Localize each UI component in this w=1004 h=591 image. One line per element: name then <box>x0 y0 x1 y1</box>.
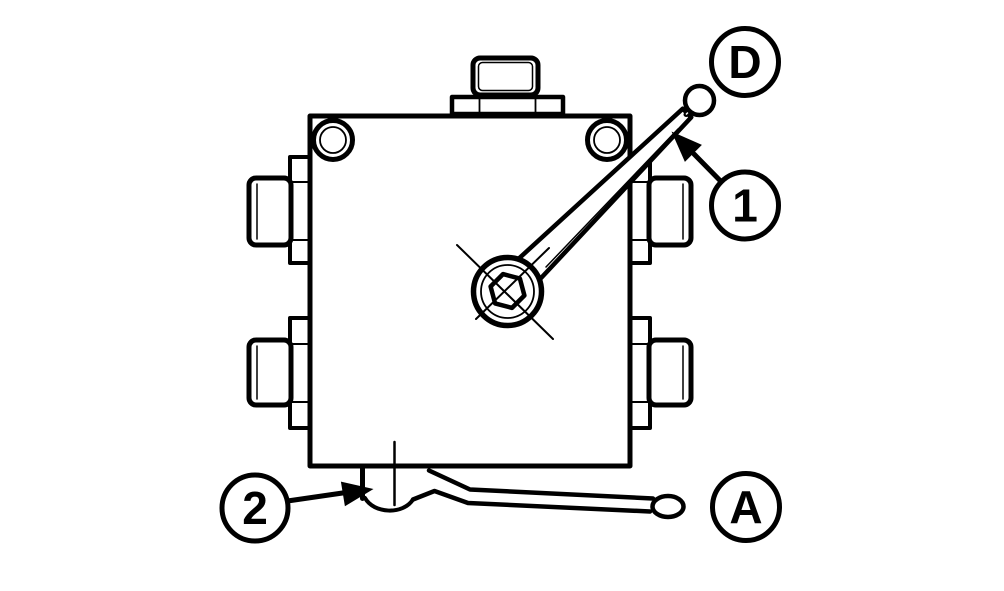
top-plug-cap <box>470 55 541 98</box>
port-right-bottom <box>626 316 694 430</box>
callout-A: A <box>710 471 782 543</box>
callout-label-1: 1 <box>732 180 758 232</box>
bottom-lever-assembly <box>360 440 686 520</box>
callout-circle-2 <box>219 472 291 544</box>
port-plug <box>246 175 294 248</box>
port-left-bottom <box>246 316 314 430</box>
callout-circle-D <box>709 26 781 98</box>
port-plug <box>646 175 694 248</box>
port-left-top <box>246 155 314 265</box>
callout-arrow-line-1 <box>691 151 724 184</box>
port-right-top <box>626 155 694 265</box>
bolt-hole-inner <box>319 126 347 154</box>
top-plug-cap-inner-line <box>477 61 534 92</box>
callout-label-A: A <box>729 481 762 533</box>
bottom-lever-bottom-edge <box>410 488 653 514</box>
shaft-highlight-line <box>545 128 679 268</box>
valve-body <box>307 113 633 469</box>
callout-1: 1 <box>671 131 781 242</box>
center-mark-line <box>475 247 550 320</box>
callout-arrow-line-2 <box>285 490 349 504</box>
bolt-hole-left <box>311 118 355 162</box>
bottom-lever-top-edge <box>426 468 656 501</box>
callout-arrowhead-1 <box>671 131 702 162</box>
top-connector <box>449 55 566 117</box>
top-lever-ball <box>682 83 717 118</box>
callout-arrowhead-2 <box>340 481 374 507</box>
port-plug <box>646 337 694 408</box>
callout-label-2: 2 <box>242 482 268 534</box>
callout-D: D <box>709 26 781 98</box>
port-plug <box>246 337 294 408</box>
selector-boss <box>456 244 554 340</box>
top-connector-base <box>449 94 566 117</box>
hex-socket <box>488 271 527 311</box>
boss-inner-ring <box>480 264 535 319</box>
callout-2: 2 <box>219 472 374 544</box>
callout-circle-1 <box>709 169 781 242</box>
callout-label-D: D <box>728 36 761 88</box>
lever-mount-arc <box>363 496 415 513</box>
bolt-hole-inner <box>593 126 621 154</box>
callout-circle-A <box>710 471 782 543</box>
bottom-lever-ball <box>650 493 686 520</box>
bolt-hole-right <box>585 118 629 162</box>
